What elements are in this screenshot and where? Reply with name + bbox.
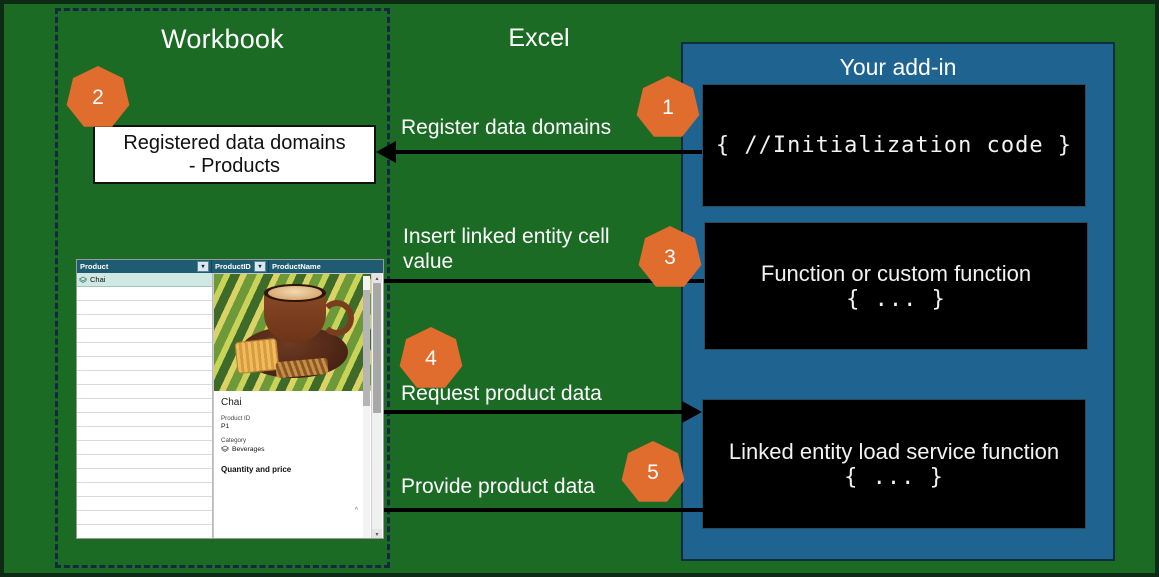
excel-cell-chai[interactable]: Chai [77, 273, 212, 287]
card-field-label-category: Category [221, 437, 247, 444]
excel-empty-row[interactable] [77, 301, 212, 315]
photo-tea [268, 286, 322, 300]
photo-biscuit [234, 337, 280, 375]
excel-scrollbar[interactable]: ▴ ▾ [371, 273, 382, 538]
excel-empty-row[interactable] [77, 427, 212, 441]
card-section-label: Quantity and price [221, 465, 292, 474]
card-scrollbar[interactable] [363, 276, 370, 538]
registered-line-1: Registered data domains [123, 131, 346, 154]
card-field-value-category: Beverages [221, 445, 365, 453]
excel-empty-row[interactable] [77, 343, 212, 357]
column-header-productid-label: ProductID [215, 262, 251, 271]
step-3-number: 3 [664, 246, 676, 269]
filter-dropdown-icon-productid[interactable]: ▾ [254, 261, 266, 272]
step-4-label: Request product data [401, 382, 602, 405]
excel-empty-row[interactable] [77, 287, 212, 301]
step-5-label: Provide product data [401, 475, 595, 498]
code-box-load-service: Linked entity load service function { ..… [702, 399, 1086, 529]
arrow-4-line [374, 410, 684, 414]
workbook-region [55, 8, 390, 568]
arrow-1-head [376, 141, 396, 163]
column-header-product-label: Product [80, 262, 109, 271]
column-header-productid[interactable]: ProductID ▾ [212, 260, 269, 273]
excel-empty-row[interactable] [77, 511, 212, 525]
excel-empty-row[interactable] [77, 371, 212, 385]
excel-empty-row[interactable] [77, 469, 212, 483]
excel-empty-row[interactable] [77, 357, 212, 371]
arrow-4-head [682, 401, 702, 423]
registered-data-domains-box: Registered data domains - Products [93, 125, 376, 184]
category-entity-icon [221, 445, 229, 452]
code-box-function: Function or custom function { ... } [704, 222, 1088, 350]
linked-entity-card: Chai Product ID P1 Category Beverages Qu… [213, 273, 373, 538]
excel-empty-row[interactable] [77, 441, 212, 455]
excel-scrollbar-thumb[interactable] [373, 283, 381, 413]
arrow-3-line [144, 279, 704, 283]
card-category-value-label: Beverages [232, 445, 265, 453]
column-header-productname[interactable]: ProductName [269, 260, 383, 273]
card-field-label-product-id: Product ID [221, 415, 251, 422]
card-title: Chai [221, 397, 242, 408]
step-3-label: Insert linked entity cell value [403, 225, 610, 273]
excel-empty-row[interactable] [77, 329, 212, 343]
code-init-text: { //Initialization code } [715, 133, 1073, 158]
excel-empty-row[interactable] [77, 385, 212, 399]
scroll-up-icon[interactable]: ▴ [372, 273, 382, 283]
step-1-number: 1 [662, 96, 674, 119]
column-header-productname-label: ProductName [272, 262, 321, 271]
product-photo [214, 274, 372, 391]
card-field-value-product-id: P1 [221, 423, 230, 430]
excel-empty-row[interactable] [77, 497, 212, 511]
photo-cup-handle [320, 300, 354, 336]
excel-screenshot: Product ▾ ProductID ▾ ProductName Chai [76, 259, 384, 539]
registered-line-2: - Products [188, 154, 281, 177]
code-func-title: Function or custom function [760, 260, 1032, 286]
code-load-title: Linked entity load service function [728, 438, 1060, 464]
filter-dropdown-icon-product[interactable]: ▾ [197, 261, 209, 272]
excel-grid-body: Chai [77, 273, 383, 538]
excel-empty-row[interactable] [77, 483, 212, 497]
arrow-1-line [396, 150, 702, 154]
excel-empty-row[interactable] [77, 399, 212, 413]
excel-label: Excel [508, 24, 570, 52]
card-collapse-chevron-icon[interactable]: ^ [354, 507, 358, 514]
step-4-number: 4 [425, 347, 437, 370]
card-section-quantity-and-price[interactable]: Quantity and price [221, 465, 365, 474]
step-5-number: 5 [647, 461, 659, 484]
code-box-initialization: { //Initialization code } [702, 84, 1086, 207]
excel-table-header: Product ▾ ProductID ▾ ProductName [77, 260, 383, 273]
step-1-label: Register data domains [401, 116, 612, 139]
scroll-down-icon[interactable]: ▾ [372, 529, 382, 538]
card-body: Chai Product ID P1 Category Beverages Qu… [214, 391, 372, 474]
column-header-product[interactable]: Product ▾ [77, 260, 212, 273]
step-2-number: 2 [92, 86, 104, 109]
excel-empty-row[interactable] [77, 315, 212, 329]
excel-empty-row[interactable] [77, 413, 212, 427]
addin-label: Your add-in [839, 54, 957, 80]
excel-column-product: Chai [77, 273, 213, 538]
excel-empty-row[interactable] [77, 455, 212, 469]
code-load-body: { ... } [844, 464, 944, 490]
code-func-body: { ... } [846, 286, 946, 312]
arrow-5-line [349, 508, 704, 512]
linked-entity-icon [79, 276, 87, 283]
workbook-label: Workbook [161, 24, 284, 54]
card-scrollbar-thumb[interactable] [363, 290, 370, 406]
excel-empty-row[interactable] [77, 525, 212, 538]
excel-cell-chai-label: Chai [90, 275, 106, 284]
